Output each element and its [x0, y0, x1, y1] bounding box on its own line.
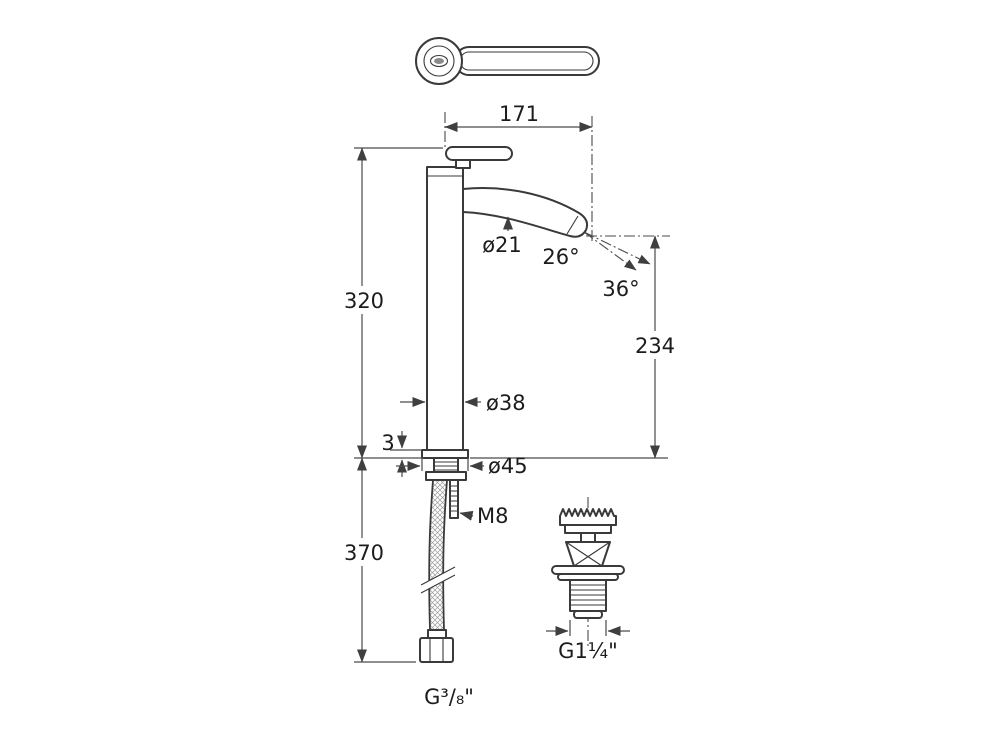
dimension-outlet-height: 234 — [470, 235, 678, 459]
waste-cap-band — [564, 524, 612, 534]
hose-break-line-upper — [420, 566, 456, 586]
dim-label-body-height: 320 — [344, 289, 384, 313]
hose-end-collar — [427, 629, 447, 639]
waste-thread-lines — [570, 584, 606, 606]
fixing-stud — [449, 479, 459, 519]
dim-label-spout-reach: 171 — [499, 102, 539, 126]
dim-label-supply-thread: G³/₈" — [424, 685, 474, 709]
dimension-body-diameter: ø38 — [400, 391, 526, 415]
dim-label-spout-diameter: ø21 — [482, 233, 522, 257]
dim-label-body-diameter: ø38 — [486, 391, 526, 415]
dimension-hose-length: 370 — [342, 457, 416, 663]
waste-serrated-cap — [559, 508, 617, 526]
hose-break-gap — [421, 567, 455, 593]
mixer-side-view — [419, 146, 589, 663]
handle-cap-inner-ring — [423, 45, 455, 77]
hose-break-line-lower — [420, 574, 456, 594]
dim-label-angle-26: 26° — [542, 245, 579, 269]
flexible-supply-hose — [428, 479, 448, 631]
mixer-body-outline — [426, 166, 464, 451]
mounting-washer — [425, 471, 467, 481]
dimension-supply-thread: G³/₈" — [424, 685, 474, 709]
spray-direction-arrow-36 — [583, 231, 637, 271]
strainer-cross-line-1 — [565, 541, 603, 567]
dimension-trim-diameter: ø45 — [396, 454, 528, 478]
dim-label-trim-diameter: ø45 — [488, 454, 528, 478]
dim-label-backing-320 — [342, 286, 386, 314]
handle-top-view — [415, 37, 600, 85]
spout-outline — [462, 187, 589, 238]
strainer-cross-line-2 — [573, 541, 611, 567]
dim-label-outlet-height: 234 — [635, 334, 675, 358]
dimension-stud-thread: M8 — [459, 504, 508, 528]
waste-fitting-view: G1¼" — [546, 497, 630, 663]
dim-label-backing-234 — [632, 331, 678, 359]
dim-label-angle-36: 36° — [602, 277, 639, 301]
dim-arrow-m8 — [459, 510, 474, 521]
tailpiece-thread-lines — [434, 461, 458, 471]
dim-label-trim-height: 3 — [381, 431, 394, 455]
dimension-trim-height: 3 — [381, 431, 421, 477]
brand-logo-badge — [429, 54, 449, 68]
dim-label-stud-thread: M8 — [477, 504, 508, 528]
dim-label-backing-370 — [342, 538, 386, 566]
dim-label-hose-length: 370 — [344, 541, 384, 565]
brand-logo-icon — [434, 58, 444, 64]
dimension-spout-reach: 171 — [444, 102, 593, 133]
waste-strainer-cone — [565, 541, 611, 567]
dimension-spray-angles: 26° 36° — [542, 245, 639, 301]
waste-stem — [580, 532, 596, 543]
dim-label-waste-thread: G1¼" — [558, 639, 618, 663]
spout-opening-line — [566, 215, 579, 235]
base-trim-ring — [421, 449, 469, 459]
waste-bottom-cap — [573, 610, 603, 619]
dimension-body-height: 320 — [342, 147, 443, 459]
hose-end-nut — [419, 637, 454, 663]
handle-lever-top-outline — [454, 46, 600, 76]
fixing-stud-thread-lines — [450, 485, 458, 512]
dimension-spout-diameter: ø21 — [482, 216, 522, 257]
handle-lever-side-outline — [445, 146, 513, 161]
waste-flange-disc — [551, 565, 625, 575]
spray-direction-arrow-26 — [583, 231, 651, 265]
